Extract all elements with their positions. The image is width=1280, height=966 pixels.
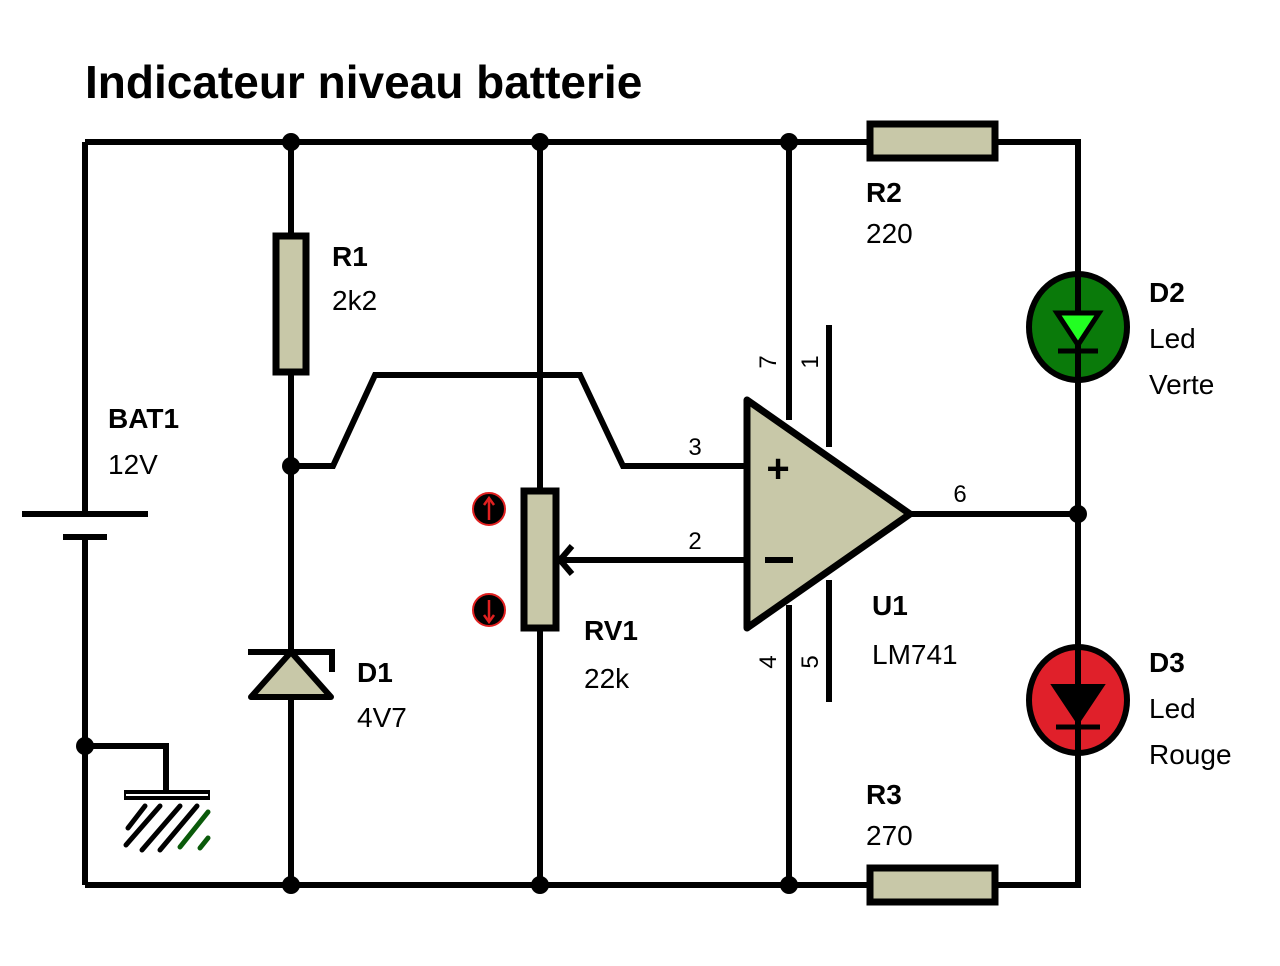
junction-dot — [282, 457, 300, 475]
pin-label-5: 5 — [797, 655, 824, 668]
opamp-u1[interactable]: + U1 LM741 — [743, 396, 958, 670]
led-diode-icon — [1052, 310, 1104, 350]
junctions — [76, 133, 1087, 894]
resistor-r3[interactable]: R3 270 — [866, 779, 999, 906]
rv1-decrement-button[interactable] — [472, 593, 506, 627]
wire-ground — [85, 743, 169, 792]
arrow-down-icon — [482, 600, 496, 625]
wires — [82, 139, 1081, 888]
rv1-body — [520, 487, 560, 632]
d1-triangle — [248, 649, 334, 700]
d1-ref: D1 — [357, 657, 393, 688]
d2-value-line1: Led — [1149, 323, 1196, 354]
r2-body — [866, 120, 999, 162]
rv1-ref: RV1 — [584, 615, 638, 646]
junction-dot — [531, 876, 549, 894]
resistor-r2[interactable]: R2 220 — [866, 120, 999, 249]
zener-diode-d1[interactable]: D1 4V7 — [248, 649, 407, 733]
rv1-wiper-arrow — [556, 544, 575, 576]
potentiometer-rv1[interactable]: RV1 22k — [520, 487, 638, 694]
pin-label-7: 7 — [755, 355, 782, 368]
u1-plus-sign: + — [766, 447, 789, 491]
pin-label-6: 6 — [953, 481, 966, 508]
r2-ref: R2 — [866, 177, 902, 208]
r1-ref: R1 — [332, 241, 368, 272]
r3-value: 270 — [866, 820, 913, 851]
wire-ref-to-plus — [291, 372, 745, 469]
d3-value-line2: Rouge — [1149, 739, 1232, 770]
u1-value: LM741 — [872, 639, 958, 670]
pin-label-3: 3 — [688, 434, 701, 461]
r3-body — [866, 864, 999, 906]
led-d3-red[interactable]: D3 Led Rouge — [1026, 644, 1232, 770]
d3-value-line1: Led — [1149, 693, 1196, 724]
ground-symbol — [123, 790, 211, 853]
junction-dot — [282, 876, 300, 894]
pin-label-1: 1 — [797, 355, 824, 368]
ground-hatch-green-icon — [177, 809, 211, 851]
d1-zener-bar — [248, 649, 335, 672]
battery-bat1[interactable]: BAT1 12V — [22, 403, 179, 540]
junction-dot — [76, 737, 94, 755]
bat1-value: 12V — [108, 449, 158, 480]
led-diode-icon — [1050, 684, 1106, 726]
pin-label-2: 2 — [688, 528, 701, 555]
junction-dot — [1069, 505, 1087, 523]
pin-label-4: 4 — [755, 655, 782, 668]
resistor-r1[interactable]: R1 2k2 — [272, 232, 377, 376]
wire-r2-to-d2 — [995, 139, 1081, 275]
arrow-up-icon — [482, 495, 496, 520]
wire-r3-to-d3 — [995, 755, 1081, 888]
u1-minus-sign — [765, 557, 793, 563]
d3-ref: D3 — [1149, 647, 1185, 678]
junction-dot — [531, 133, 549, 151]
rv1-increment-button[interactable] — [472, 492, 506, 526]
u1-triangle — [743, 396, 914, 632]
r2-value: 220 — [866, 218, 913, 249]
led-d2-green[interactable]: D2 Led Verte — [1026, 271, 1214, 400]
r1-body — [272, 232, 310, 376]
r3-ref: R3 — [866, 779, 902, 810]
rv1-value: 22k — [584, 663, 630, 694]
junction-dot — [780, 876, 798, 894]
bat1-ref: BAT1 — [108, 403, 179, 434]
d2-value-line2: Verte — [1149, 369, 1214, 400]
junction-dot — [282, 133, 300, 151]
ground-hatch-icon — [123, 803, 200, 853]
d1-value: 4V7 — [357, 702, 407, 733]
u1-ref: U1 — [872, 590, 908, 621]
junction-dot — [780, 133, 798, 151]
schematic-title: Indicateur niveau batterie — [85, 56, 642, 108]
r1-value: 2k2 — [332, 285, 377, 316]
d2-ref: D2 — [1149, 277, 1185, 308]
